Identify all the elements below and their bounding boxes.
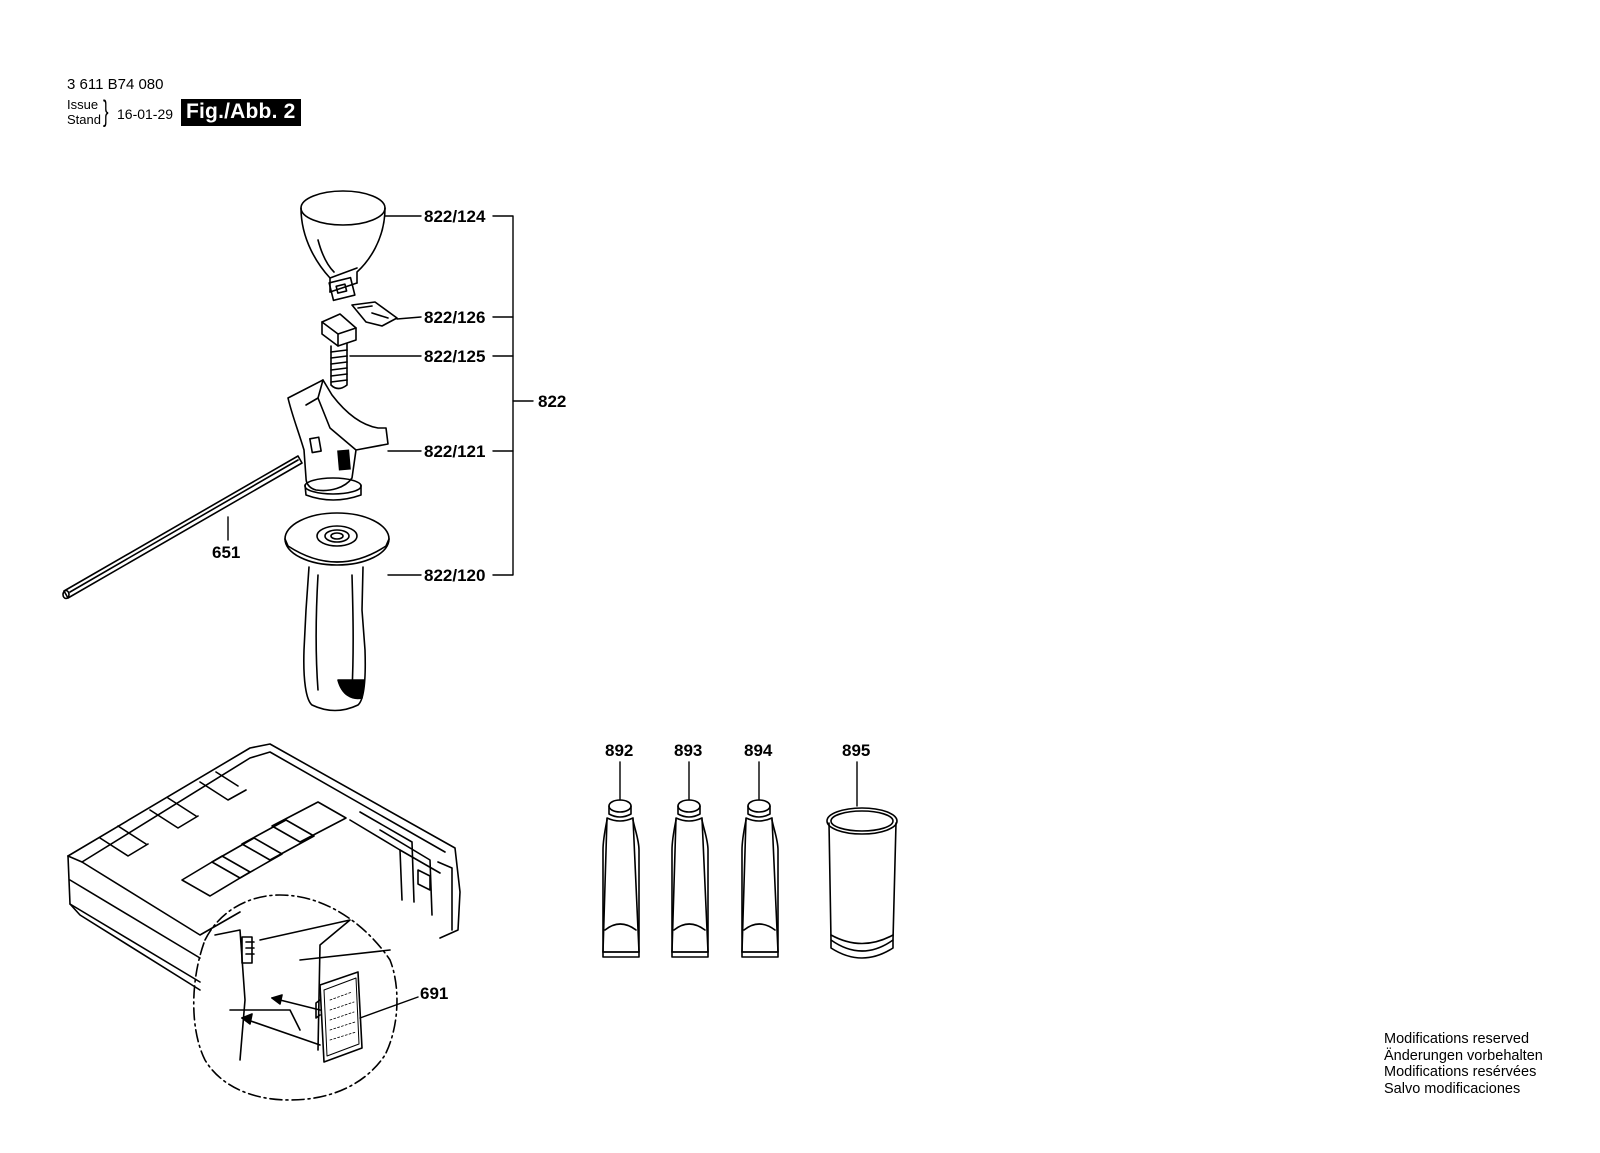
part-label-893: 893 <box>674 741 702 760</box>
depth-rod-drawing <box>62 455 303 600</box>
grease-tube-893-drawing <box>671 799 709 958</box>
part-label-822-126: 822/126 <box>424 308 485 327</box>
bolt-drawing <box>321 313 357 390</box>
detail-circle <box>192 894 398 1101</box>
part-label-822-124: 822/124 <box>424 207 486 226</box>
modifications-line-es: Salvo modificaciones <box>1384 1080 1521 1097</box>
part-label-894: 894 <box>744 741 773 760</box>
stand-label: Stand <box>67 112 101 127</box>
insert-arrows <box>241 994 321 1046</box>
grease-tube-894-drawing <box>741 799 779 958</box>
figure-title: Fig./Abb. 2 <box>181 99 301 126</box>
clamp-band-drawing <box>300 190 386 302</box>
grease-tube-892-drawing <box>602 799 640 958</box>
modifications-line-fr: Modifications resérvées <box>1384 1064 1537 1080</box>
handle-grip-drawing <box>284 512 390 712</box>
part-label-651: 651 <box>212 543 240 562</box>
part-label-822-125: 822/125 <box>424 347 485 366</box>
part-label-822-120: 822/120 <box>424 566 485 585</box>
document-number: 3 611 B74 080 <box>67 76 164 93</box>
modifications-line-en: Modifications reserved <box>1384 1031 1530 1047</box>
case-insert-drawing <box>315 971 363 1063</box>
leader-lines <box>227 215 858 1019</box>
part-label-892: 892 <box>605 741 633 760</box>
clamp-plate-drawing <box>351 301 398 327</box>
modifications-note: Modifications reserved Änderungen vorbeh… <box>1384 1031 1543 1097</box>
handle-head-drawing <box>287 379 389 501</box>
group-bracket <box>492 215 534 576</box>
modifications-line-de: Änderungen vorbehalten <box>1384 1047 1543 1064</box>
part-label-895: 895 <box>842 741 870 760</box>
grease-can-drawing <box>826 807 898 959</box>
issue-stand-labels: Issue Stand <box>67 97 101 127</box>
issue-label: Issue <box>67 97 99 112</box>
carrying-case-drawing <box>67 743 461 991</box>
issue-date: 16-01-29 <box>117 106 174 122</box>
part-label-822: 822 <box>538 392 566 411</box>
brace-symbol: } <box>103 95 109 128</box>
part-label-822-121: 822/121 <box>424 442 485 461</box>
part-label-691: 691 <box>420 984 448 1003</box>
